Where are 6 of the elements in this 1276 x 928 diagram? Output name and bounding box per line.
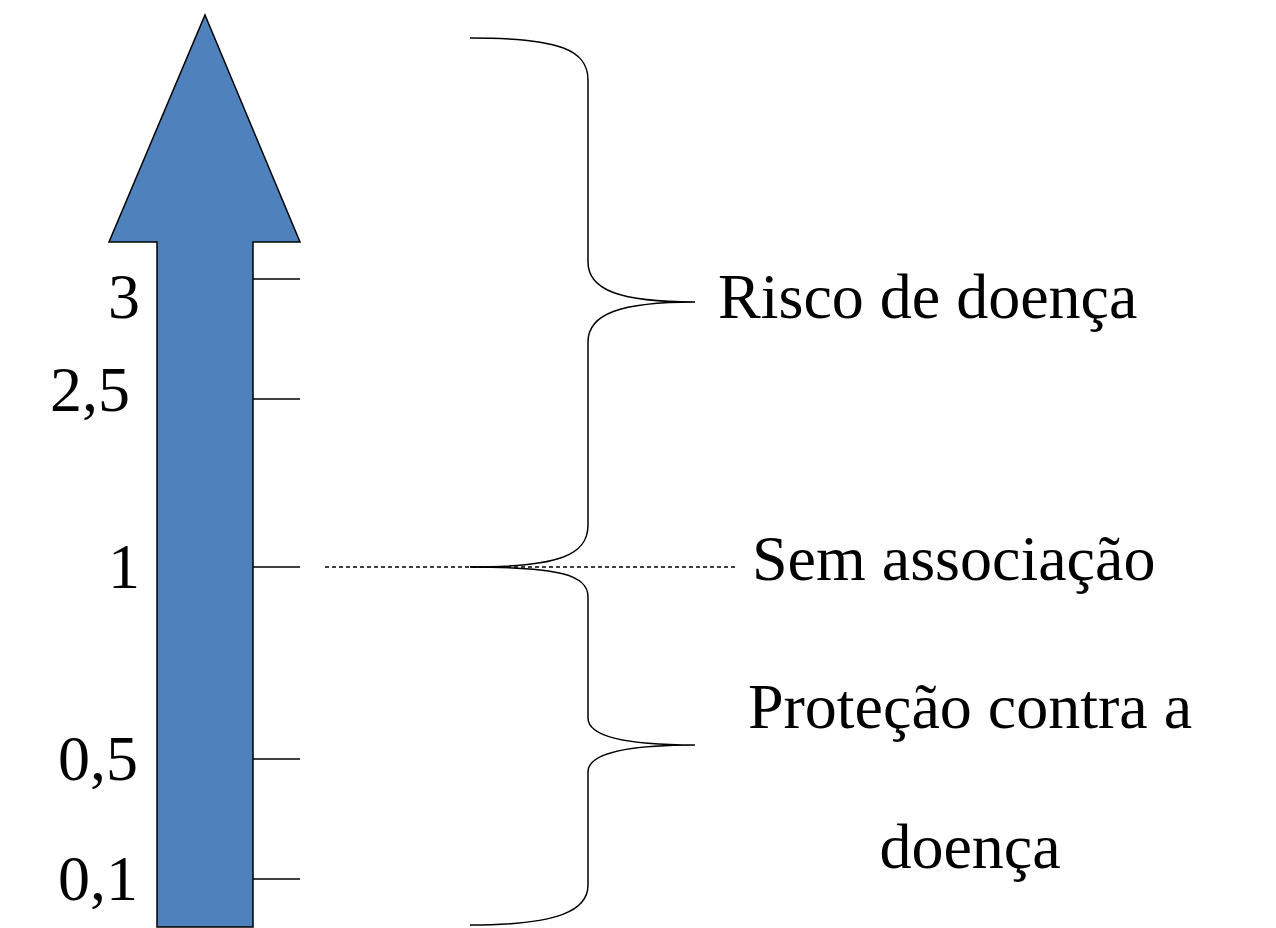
scale-value: 2,5 (50, 358, 130, 422)
scale-value: 0,1 (58, 847, 138, 911)
range-label: Proteção contra a doença (746, 670, 1194, 884)
scale-value: 1 (108, 535, 140, 599)
scale-value: 0,5 (58, 727, 138, 791)
scale-value: 3 (108, 265, 140, 329)
